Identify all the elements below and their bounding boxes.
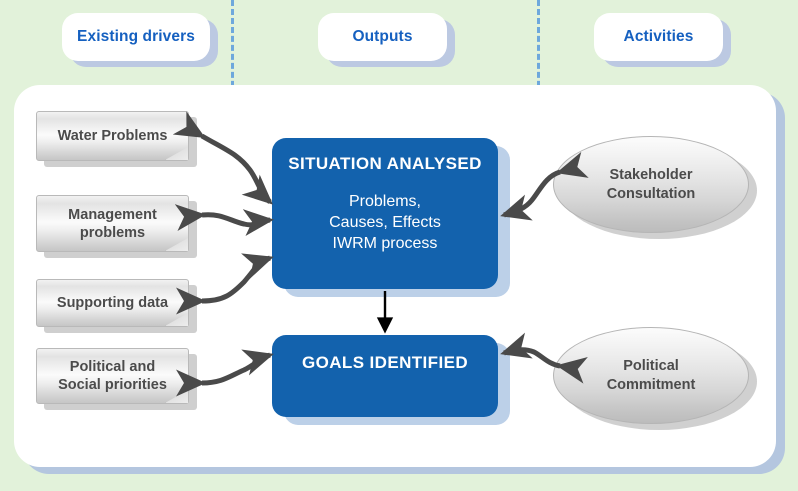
output-title: SITUATION ANALYSED [288,154,482,173]
tab-activities[interactable]: Activities [594,13,723,61]
driver-water-problems[interactable]: Water Problems [36,111,189,161]
tab-existing-drivers[interactable]: Existing drivers [62,13,210,61]
output-body: Problems, Causes, Effects IWRM process [329,193,441,252]
page-curl-icon [165,238,188,251]
tab-outputs[interactable]: Outputs [318,13,447,61]
page-curl-icon [165,313,188,326]
output-goals-identified[interactable]: GOALS IDENTIFIED [272,335,498,417]
activity-political-commitment[interactable]: Political Commitment [553,327,749,424]
output-title: GOALS IDENTIFIED [301,353,468,372]
driver-political-social-priorities[interactable]: Political and Social priorities [36,348,189,404]
driver-supporting-data[interactable]: Supporting data [36,279,189,327]
page-curl-icon [165,390,188,403]
driver-label: Water Problems [57,128,168,144]
activity-label: Stakeholder Consultation [606,166,696,202]
driver-management-problems[interactable]: Management problems [36,195,189,252]
page-curl-icon [165,147,188,160]
activity-stakeholder-consultation[interactable]: Stakeholder Consultation [553,136,749,233]
output-situation-analysed[interactable]: SITUATION ANALYSED Problems, Causes, Eff… [272,138,498,289]
driver-label: Political and Social priorities [58,359,167,393]
driver-label: Management problems [68,206,157,241]
activity-label: Political Commitment [606,357,696,393]
driver-label: Supporting data [56,295,169,311]
